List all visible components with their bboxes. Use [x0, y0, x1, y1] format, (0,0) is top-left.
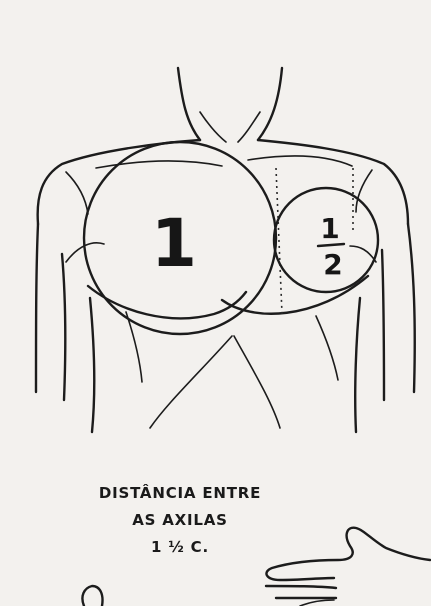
right-arm-outer — [408, 224, 415, 392]
caption-line-2: AS AXILAS — [60, 507, 300, 534]
neck-tendon-right — [238, 112, 260, 142]
fraction-numerator: 1 — [320, 212, 339, 245]
right-rib-line-lower — [316, 316, 338, 380]
left-deltoid-line — [66, 172, 88, 214]
hand-finger-1 — [266, 586, 336, 588]
left-pectoral-curve — [88, 286, 246, 318]
neck-right-line — [258, 68, 282, 140]
left-arm-outer — [36, 224, 38, 392]
bottom-left-partial-shape — [82, 586, 102, 606]
neck-tendon-left — [200, 112, 226, 142]
large-circle-label: 1 — [151, 205, 197, 282]
right-axilla-curve — [350, 246, 376, 262]
right-rib-line — [234, 336, 280, 428]
fraction-denominator: 2 — [323, 248, 342, 281]
neck-left-line — [178, 68, 200, 140]
left-arm-inner — [62, 254, 65, 400]
left-rib-line — [150, 336, 232, 428]
right-torso-side — [355, 298, 360, 432]
caption: DISTÂNCIA ENTRE AS AXILAS 1 ½ C. — [60, 480, 300, 561]
left-torso-side — [90, 298, 94, 432]
hand-thumb — [300, 600, 334, 606]
caption-line-3: 1 ½ C. — [60, 534, 300, 561]
right-arm-inner — [382, 250, 384, 400]
caption-line-1: DISTÂNCIA ENTRE — [60, 480, 300, 507]
right-clavicle — [248, 156, 352, 166]
